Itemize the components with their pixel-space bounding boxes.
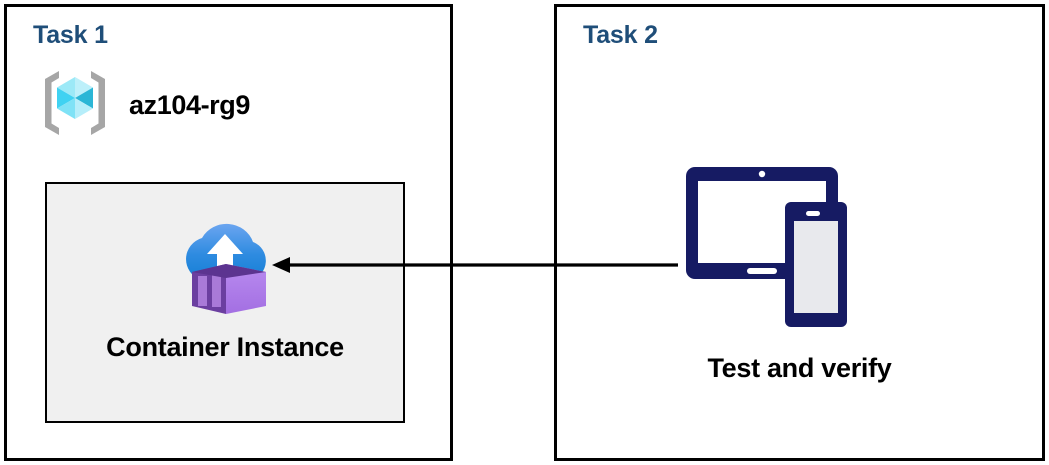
panel-task-1: Task 1 <box>4 4 453 461</box>
panel-task-2: Task 2 Test and verify <box>554 4 1045 461</box>
container-instance-label: Container Instance <box>106 332 344 362</box>
panel-task-2-title: Task 2 <box>583 21 658 49</box>
resource-group-row: az104-rg9 <box>37 67 250 144</box>
test-and-verify-label: Test and verify <box>707 353 892 383</box>
resource-group-cube-icon <box>37 67 113 144</box>
container-instance-box: Container Instance <box>45 182 405 423</box>
tablet-and-phone-icon <box>682 163 867 343</box>
panel-task-1-title: Task 1 <box>33 21 108 49</box>
container-instance-icon <box>171 202 279 327</box>
resource-group-name: az104-rg9 <box>129 90 250 120</box>
